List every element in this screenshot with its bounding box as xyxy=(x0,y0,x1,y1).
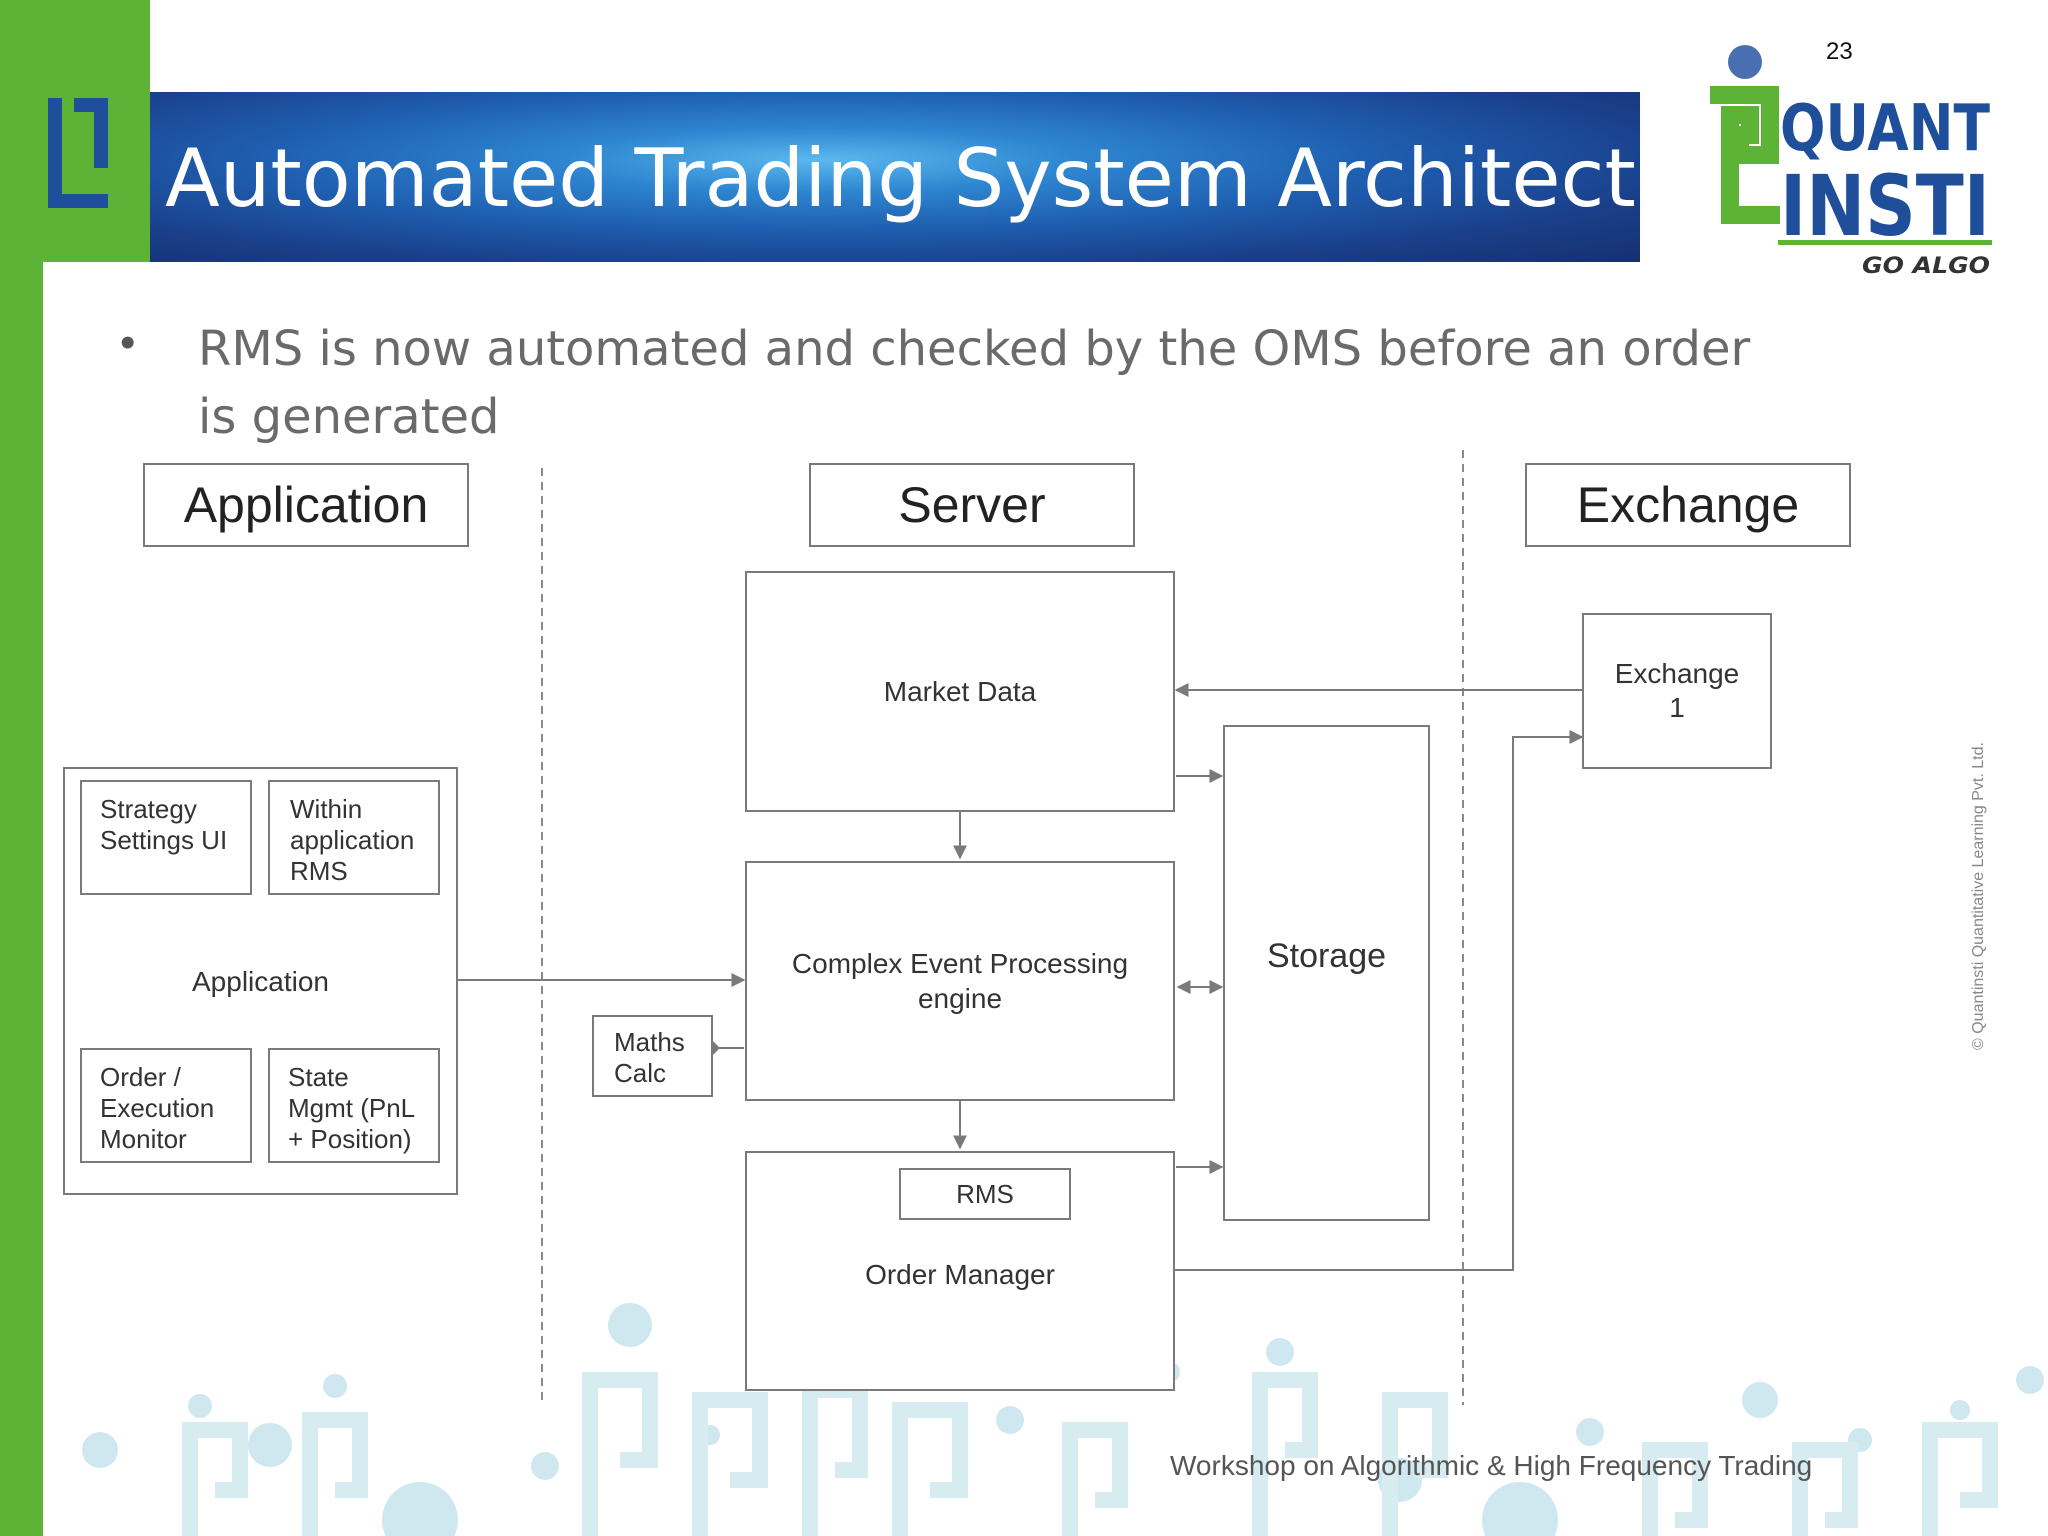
header-application: Application xyxy=(143,463,469,547)
within-app-rms-box: Within application RMS xyxy=(268,780,440,895)
strategy-settings-ui-box: Strategy Settings UI xyxy=(80,780,252,895)
bullet-marker: • xyxy=(120,318,136,367)
corner-logo-mark xyxy=(48,98,108,208)
logo-line1: QUANT xyxy=(1780,92,1990,166)
title-banner xyxy=(150,92,1640,262)
cep-engine-label: Complex Event Processing engine xyxy=(791,948,1129,1014)
header-exchange: Exchange xyxy=(1525,463,1851,547)
page-number: 23 xyxy=(1826,38,1853,65)
top-left-green-block xyxy=(0,0,150,262)
state-mgmt-label: State Mgmt (PnL + Position) xyxy=(288,1062,415,1154)
copyright-text: © Quantinsti Quantitative Learning Pvt. … xyxy=(1970,742,1987,1050)
rms-label: RMS xyxy=(956,1178,1014,1209)
maths-calc-label: Maths Calc xyxy=(614,1027,685,1088)
order-execution-monitor-label: Order / Execution Monitor xyxy=(100,1062,215,1154)
slide-title: Automated Trading System Architecture xyxy=(165,132,1767,225)
rms-box: RMS xyxy=(899,1168,1071,1220)
order-execution-monitor-box: Order / Execution Monitor xyxy=(80,1048,252,1163)
exchange1-box: Exchange 1 xyxy=(1582,613,1772,769)
exchange1-label: Exchange 1 xyxy=(1614,658,1740,723)
market-data-label: Market Data xyxy=(883,675,1037,707)
strategy-settings-ui-label: Strategy Settings UI xyxy=(100,794,228,855)
corner-logo-mark-top xyxy=(48,98,108,208)
within-app-rms-label: Within application RMS xyxy=(290,794,415,886)
order-manager-label: Order Manager xyxy=(865,1259,1055,1290)
logo-tagline: GO ALGO xyxy=(1862,254,1990,279)
header-server: Server xyxy=(809,463,1135,547)
maths-calc-box: Maths Calc xyxy=(592,1015,713,1097)
state-mgmt-box: State Mgmt (PnL + Position) xyxy=(268,1048,440,1163)
footer-text: Workshop on Algorithmic & High Frequency… xyxy=(1170,1450,1813,1481)
storage-box: Storage xyxy=(1223,725,1430,1221)
storage-label: Storage xyxy=(1266,937,1387,975)
cep-engine-box: Complex Event Processing engine xyxy=(745,861,1175,1101)
quantinsti-logo: QUANT INSTI GO ALGO xyxy=(1710,45,1992,279)
logo-line2: INSTI xyxy=(1780,157,1990,255)
bullet-text: RMS is now automated and checked by the … xyxy=(198,321,1751,445)
market-data-box: Market Data xyxy=(745,571,1175,812)
application-group-label: Application xyxy=(192,966,329,997)
